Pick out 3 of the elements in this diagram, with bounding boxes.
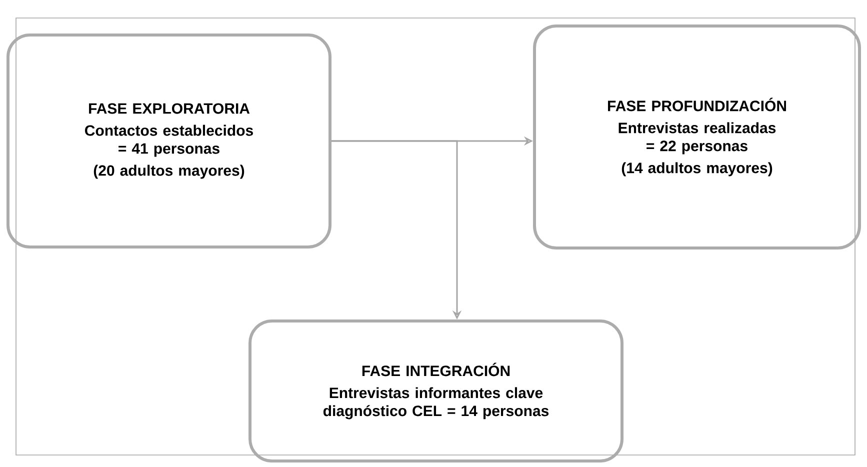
phase-box: FASE INTEGRACIÓN Entrevistas informantes clave diagnóstico CEL = 14 personas	[248, 320, 624, 462]
phase-box: FASE EXPLORATORIA Contactos establecidos = 41 personas (20 adultos mayores)	[6, 34, 332, 248]
phase-box: FASE PROFUNDIZACIÓN Entrevistas realizadas = 22 personas (14 adultos mayores)	[533, 24, 861, 250]
